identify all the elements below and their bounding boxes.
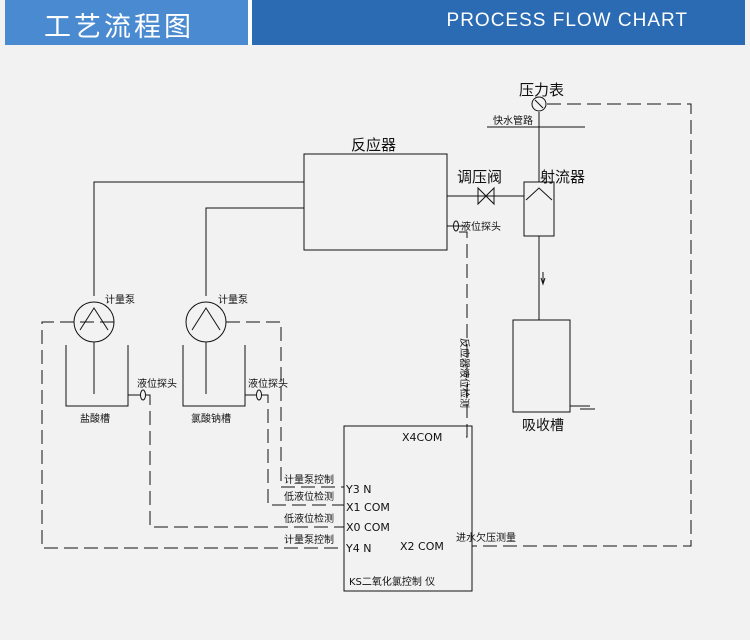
pressure-gauge-label: 压力表 [519,81,564,99]
low-level-label-1: 低液位检测 [284,490,334,503]
controller-box [343,425,473,592]
controller-name-label: KS二氧化氯控制 仪 [349,575,435,588]
absorber-label: 吸收槽 [522,418,564,434]
reactor-level-signal [459,231,468,438]
probe-1-symbol [140,389,146,401]
controller-y3-label: Y3 N [345,483,371,496]
flow-arrowhead [540,277,546,286]
header-separator [248,0,252,45]
tank-1 [65,345,129,407]
absorber-tank [512,319,571,413]
ejector-cone [525,187,553,201]
reactor-probe-label: 液位探头 [461,220,501,233]
pump-control-label: 计量泵控制 [284,473,334,486]
low-level-label-2: 低液位检测 [284,512,334,525]
water-pressure-signal [472,103,692,547]
ejector-box [523,181,555,237]
diagram-frame [5,0,745,636]
water-pipe-label: 快水管路 [493,114,533,127]
tank-2-label: 氯酸钠槽 [191,412,231,425]
reactor-level-signal-label: 反应器液位检测 [458,338,471,408]
pressure-gauge-needle [534,99,544,109]
pump-2-control-signal [226,321,344,488]
probe-1-signal [146,394,344,528]
header-title-block [5,0,248,45]
title-en: PROCESS FLOW CHART [446,10,688,31]
controller-x2-label: X2 COM [400,540,444,553]
probe-1-label: 液位探头 [137,377,177,390]
title-cn: 工艺流程图 [44,12,194,43]
pump-2-label: 计量泵 [218,293,248,306]
probe-2-label: 液位探头 [248,377,288,390]
ejector-label: 射流器 [540,168,585,186]
reactor-box [303,153,448,251]
feed-line-2 [205,207,304,296]
controller-x4-label: X4COM [402,431,442,444]
controller-x1-label: X1 COM [346,501,390,514]
valve-label: 调压阀 [457,168,502,186]
pump-1-triangle [79,307,109,331]
reactor-probe-symbol [453,220,459,232]
probe-2-signal [262,394,344,506]
pump-1-control-signal [41,321,344,549]
pump-control-label-2: 计量泵控制 [284,533,334,546]
water-pressure-label: 进水欠压测量 [456,531,516,544]
probe-2-symbol [256,389,262,401]
controller-y4-label: Y4 N [345,542,371,555]
pump-1-label: 计量泵 [105,293,135,306]
tank-2 [182,345,246,407]
reactor-label: 反应器 [351,136,396,154]
pump-2-triangle [191,307,221,331]
feed-line-1 [93,181,304,296]
controller-x0-label: X0 COM [346,521,390,534]
tank-1-label: 盐酸槽 [80,412,110,425]
valve-symbol [477,186,495,206]
pressure-gauge-symbol [531,96,547,112]
